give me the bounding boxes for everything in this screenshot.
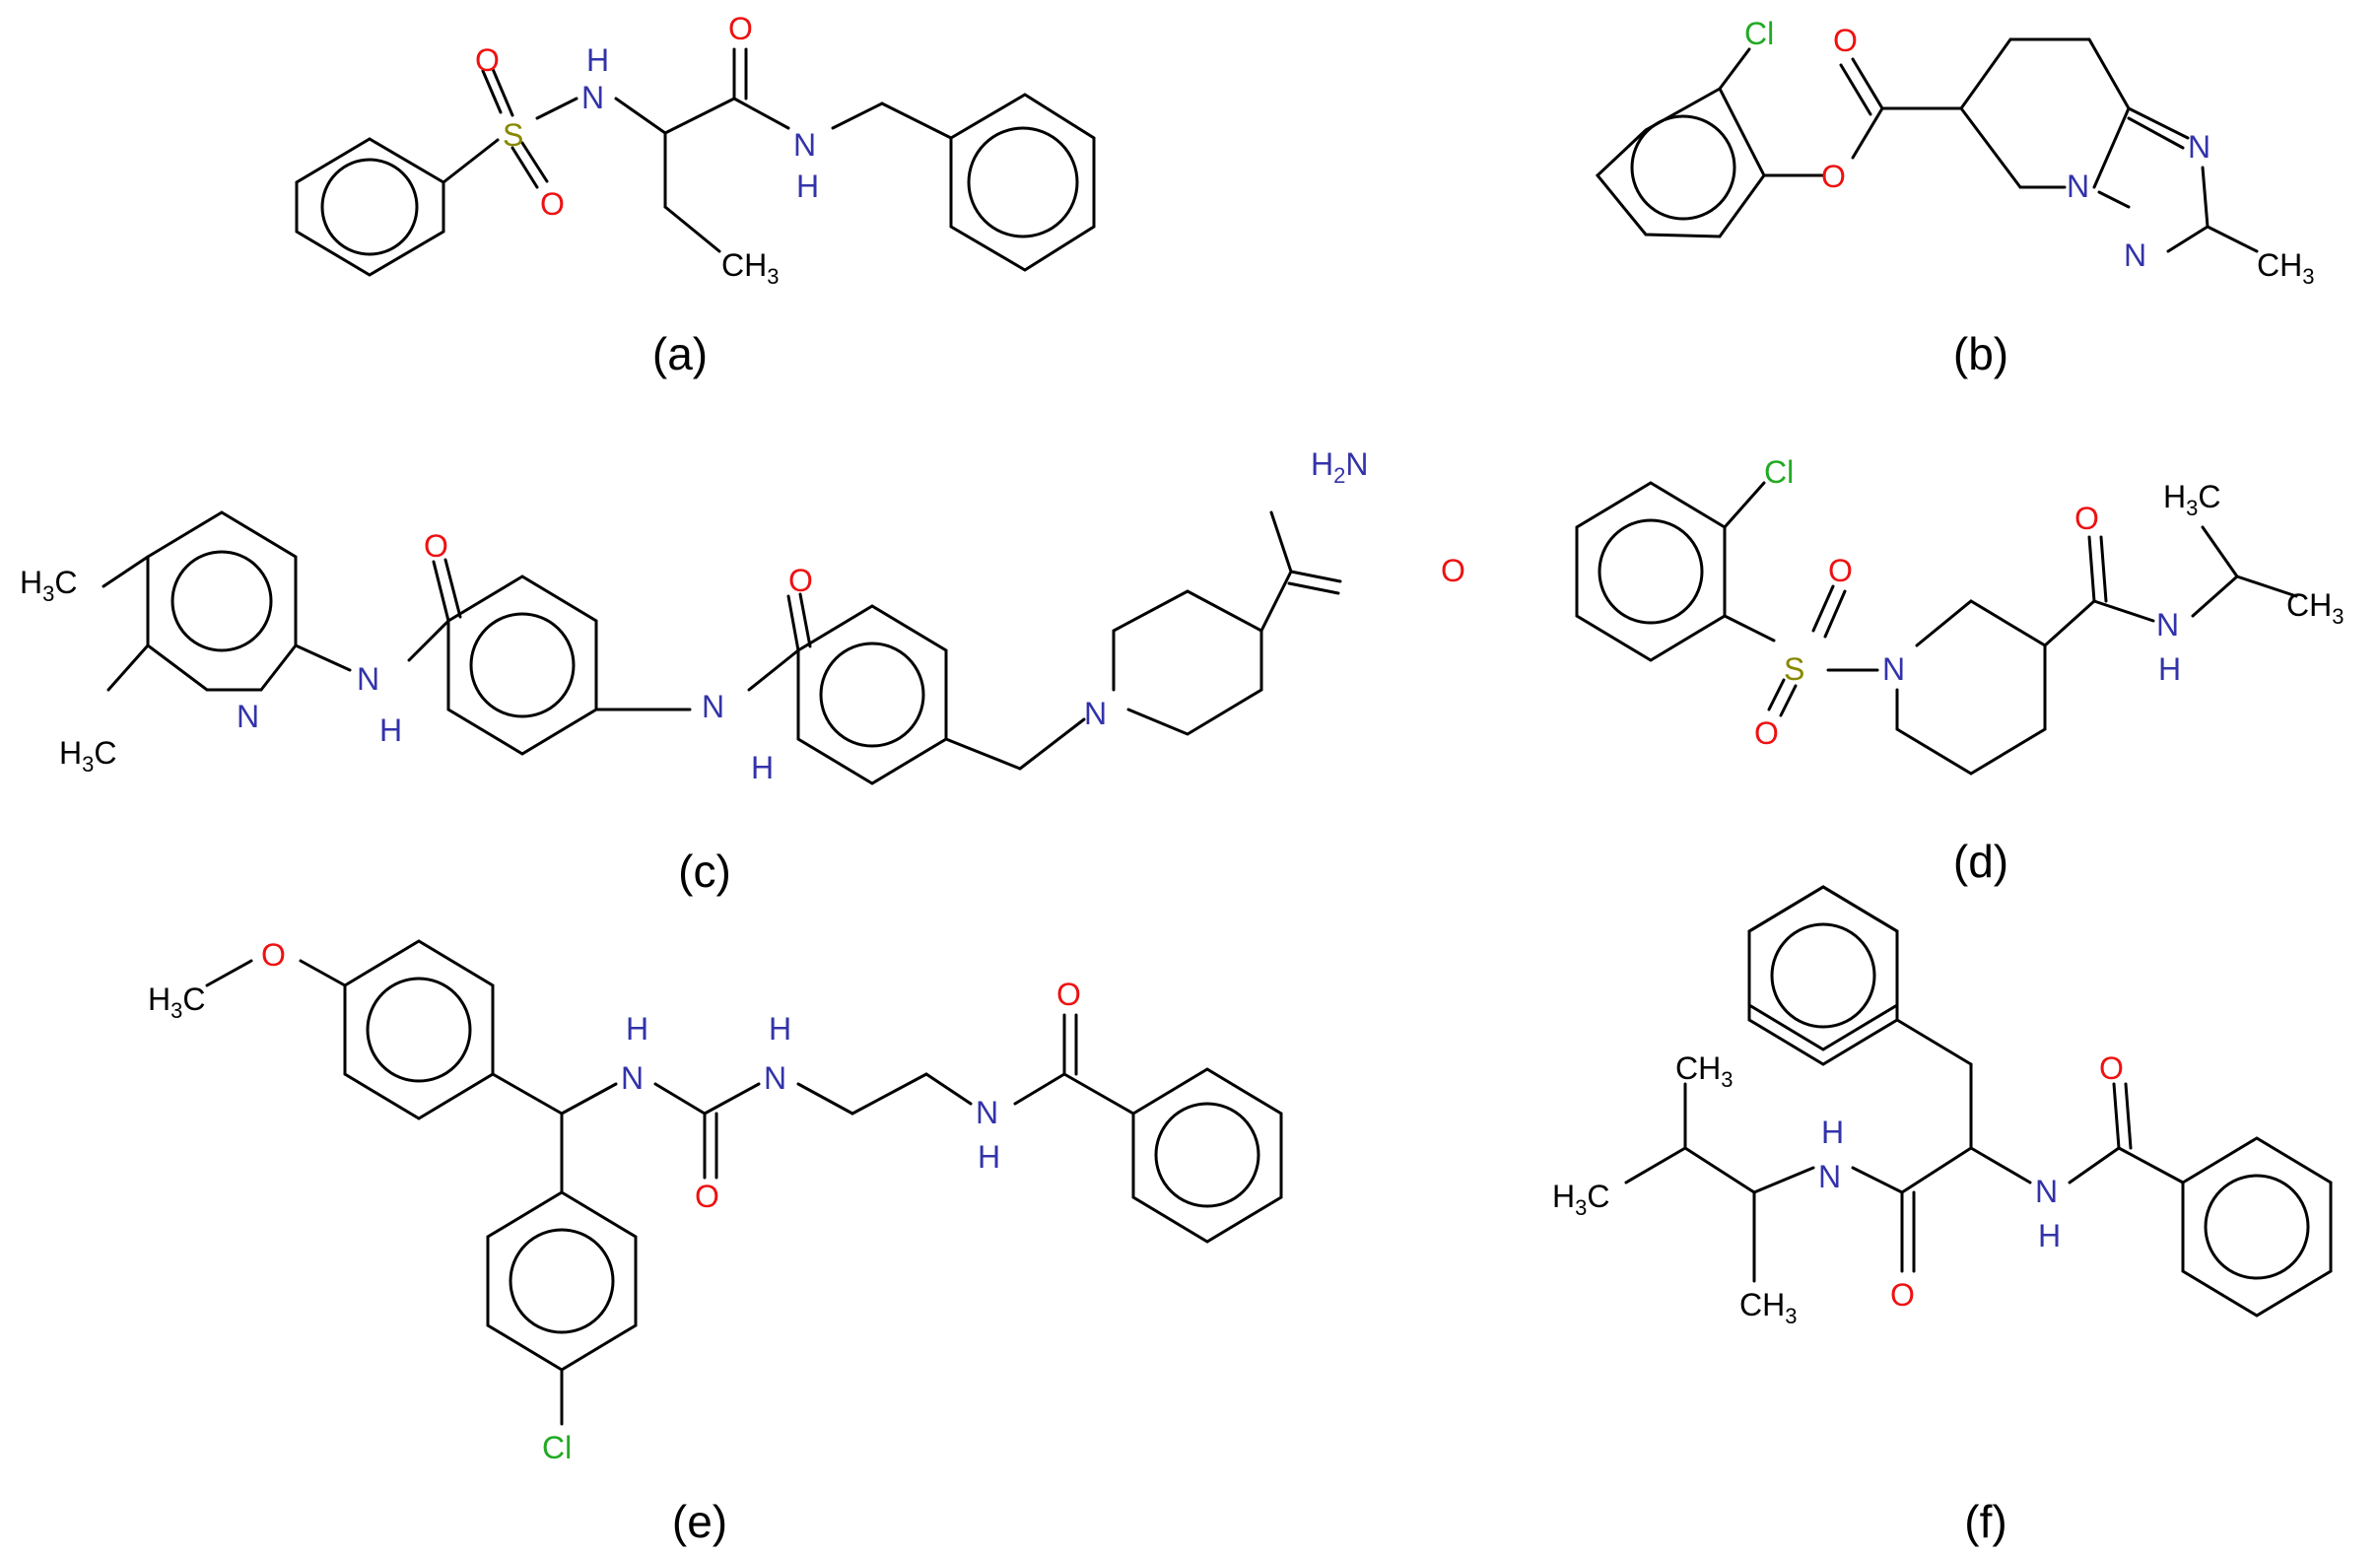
molecule-a-sulfur: S bbox=[503, 117, 523, 153]
molecule-e-methoxy-oxygen: O bbox=[261, 937, 286, 973]
molecule-e-benzoyl-ring bbox=[1131, 1067, 1283, 1244]
molecule-a-amide-nitrogen: N bbox=[793, 127, 816, 163]
molecule-a-phenyl-right bbox=[949, 93, 1096, 272]
molecule-c-methyl-bottom: H3C bbox=[59, 735, 116, 777]
molecule-f-caption: (f) bbox=[1964, 1496, 2006, 1547]
molecule-b-bridgehead-nitrogen: N bbox=[2067, 169, 2089, 204]
molecule-b-caption: (b) bbox=[1953, 328, 2008, 379]
molecule-e-urea-nitrogen-2: N bbox=[764, 1060, 786, 1096]
molecule-b-methyl: CH3 bbox=[2257, 247, 2314, 289]
molecule-f-amide-nitrogen-2: N bbox=[2035, 1174, 2058, 1209]
molecule-f-benzoyl-ring bbox=[2181, 1136, 2333, 1318]
molecule-c-caption: (c) bbox=[678, 846, 731, 897]
molecule-c-amide-oxygen-1: O bbox=[424, 528, 448, 564]
molecule-a-caption: (a) bbox=[652, 328, 708, 379]
molecule-e-amide-nitrogen: N bbox=[976, 1095, 998, 1130]
molecule-b-fused-ring bbox=[1959, 37, 2259, 253]
molecule-f-amide-nitrogen-1: N bbox=[1818, 1159, 1841, 1194]
molecule-f-methyl-left: H3C bbox=[1552, 1179, 1609, 1220]
molecule-a: O S O H N O N H CH3 (a) bbox=[295, 11, 1096, 379]
molecule-a-methyl: CH3 bbox=[721, 247, 779, 289]
molecule-d-piperidine-ring bbox=[1895, 599, 2047, 776]
molecule-e-amide-hydrogen: H bbox=[978, 1139, 1000, 1175]
molecule-c-amide-nitrogen-1: N bbox=[357, 661, 379, 697]
molecule-e-urea-oxygen: O bbox=[695, 1179, 719, 1214]
molecule-a-oxygen-top: O bbox=[475, 42, 500, 78]
molecule-d-chlorine: Cl bbox=[1764, 454, 1794, 490]
molecule-d-carbonyl-oxygen: O bbox=[2074, 501, 2099, 536]
molecule-f-methyl-bottom: CH3 bbox=[1739, 1287, 1797, 1328]
molecule-b-triazole-nitrogen-bottom: N bbox=[2124, 237, 2146, 273]
molecule-c-primary-amide-nitrogen: H2N bbox=[1311, 446, 1368, 488]
molecule-c-primary-amide-oxygen: O bbox=[1441, 553, 1465, 588]
molecule-b-triazole-nitrogen-right: N bbox=[2188, 129, 2210, 165]
molecule-c-pyridine-nitrogen: N bbox=[237, 699, 259, 734]
molecule-e-methyl: H3C bbox=[148, 981, 205, 1023]
molecule-d-caption: (d) bbox=[1953, 836, 2008, 887]
molecule-e-chlorine: Cl bbox=[542, 1430, 572, 1465]
molecule-e-urea-hydrogen-1: H bbox=[626, 1011, 648, 1047]
molecule-c-amide-hydrogen-2: H bbox=[751, 750, 774, 785]
molecule-b-ester-oxygen: O bbox=[1821, 159, 1846, 194]
molecule-d-sulfonyl-oxygen-bottom: O bbox=[1754, 715, 1779, 751]
molecule-d-piperidine-nitrogen: N bbox=[1882, 651, 1905, 687]
molecule-a-phenyl-left bbox=[295, 137, 445, 277]
molecule-f-methyl-top: CH3 bbox=[1675, 1050, 1733, 1092]
molecule-a-sulfonamide-nitrogen: N bbox=[581, 80, 604, 115]
molecule-d-sulfonyl-oxygen-top: O bbox=[1828, 553, 1853, 588]
molecule-d-sulfur: S bbox=[1784, 651, 1804, 687]
molecule-a-carbonyl-oxygen: O bbox=[728, 11, 753, 46]
molecule-c-amide-hydrogen-1: H bbox=[379, 712, 402, 748]
molecule-d: Cl O O S N O N H H3C CH3 (d) bbox=[1575, 454, 2344, 887]
molecule-c-methyl-top: H3C bbox=[20, 565, 77, 606]
molecule-b-carbonyl-oxygen: O bbox=[1833, 23, 1858, 58]
molecule-e-carbonyl-oxygen: O bbox=[1056, 977, 1081, 1012]
molecule-e-urea-hydrogen-2: H bbox=[769, 1011, 791, 1047]
molecule-d-amide-hydrogen: H bbox=[2158, 651, 2181, 687]
molecule-b: Cl O O N N N CH3 (b) bbox=[1595, 16, 2314, 379]
molecule-f: CH3 H3C CH3 H N O N H O (f) bbox=[1552, 885, 2333, 1547]
molecule-c-amide-nitrogen-2: N bbox=[702, 689, 724, 724]
molecule-a-nh-hydrogen: H bbox=[586, 42, 609, 78]
molecule-f-amide-hydrogen-2: H bbox=[2038, 1218, 2061, 1253]
molecule-e-urea-nitrogen-1: N bbox=[621, 1060, 644, 1096]
molecule-e-caption: (e) bbox=[672, 1496, 727, 1547]
molecule-d-methyl-right: CH3 bbox=[2286, 587, 2344, 629]
molecule-c-amide-oxygen-2: O bbox=[788, 563, 813, 598]
molecule-f-amide-oxygen-2: O bbox=[2099, 1050, 2124, 1086]
molecule-d-amide-nitrogen: N bbox=[2156, 607, 2179, 643]
molecule-e: H3C O H N H N O N H O Cl (e) bbox=[148, 937, 1283, 1547]
molecule-a-amide-hydrogen: H bbox=[796, 169, 819, 204]
molecule-b-chlorine: Cl bbox=[1744, 16, 1774, 51]
molecule-d-methyl-top: H3C bbox=[2163, 479, 2220, 520]
molecule-c-pyridine-ring bbox=[146, 510, 298, 692]
molecule-a-oxygen-bottom: O bbox=[540, 186, 565, 222]
molecule-f-amide-oxygen-1: O bbox=[1890, 1277, 1915, 1313]
molecule-c: H3C H3C N O N H O N H N H2N O (c) bbox=[20, 446, 1465, 897]
molecule-f-amide-hydrogen-1: H bbox=[1821, 1115, 1844, 1150]
molecule-c-piperidine-nitrogen: N bbox=[1084, 696, 1107, 731]
